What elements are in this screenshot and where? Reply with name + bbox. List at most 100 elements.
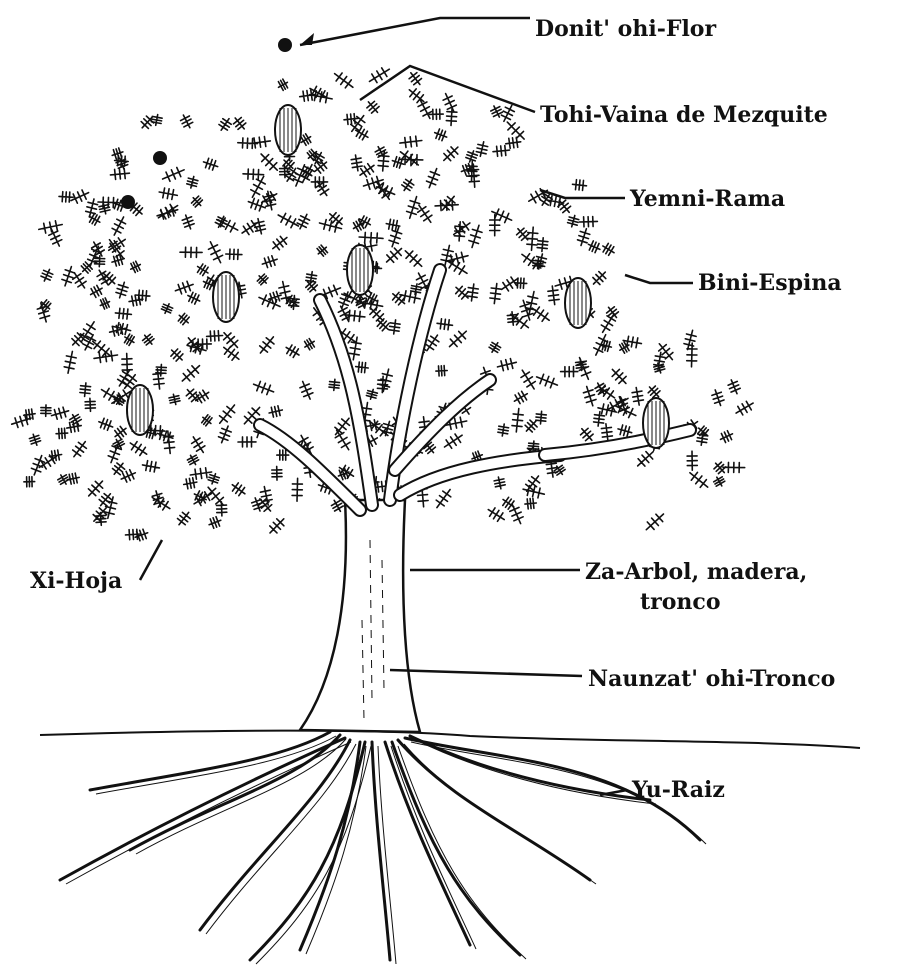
leaf-sprig [182, 366, 199, 381]
leaf-sprig [554, 465, 565, 475]
leaf-sprig [690, 472, 708, 487]
leaf-sprig [446, 107, 457, 125]
root-outline-8 [416, 740, 656, 804]
leaf-sprig [242, 221, 258, 235]
leaf-sprig [502, 277, 518, 291]
leaf-sprig [514, 391, 527, 403]
leaf-sprig [188, 292, 200, 304]
leaf-sprig [366, 389, 377, 399]
leaf-sprig [456, 286, 469, 299]
leaf-sprig [437, 319, 452, 330]
leaf-sprig [512, 409, 523, 432]
leader-arrowhead [300, 33, 314, 45]
leaf-sprig [527, 227, 538, 250]
leaf-sprig [181, 115, 193, 128]
label-tronco: Naunzat' ohi-Tronco [588, 664, 835, 694]
label-arbol: Za-Arbol, madera, tronco [585, 557, 807, 617]
leaf-sprig [435, 200, 458, 211]
leaf-sprig [316, 181, 329, 195]
leaf-sprig [187, 455, 198, 464]
leader-line-7 [390, 670, 582, 676]
leaf-sprig [219, 119, 231, 131]
leaf-sprig [359, 232, 383, 243]
leaf-sprig [29, 434, 40, 445]
leaf-sprig [721, 431, 733, 443]
leaf-sprig [112, 217, 126, 235]
leaf-sprig [207, 331, 223, 341]
leaf-sprig [476, 142, 487, 157]
leaf-sprig [12, 415, 31, 428]
leaf-sprig [41, 405, 51, 416]
leaf-sprig [180, 247, 202, 257]
leaf-sprig [593, 272, 606, 285]
leaf-sprig [501, 105, 514, 121]
leaf-sprig [208, 474, 219, 484]
leaf-sprig [238, 437, 256, 447]
leaf-sprig [579, 217, 597, 227]
leaf-sprig [648, 386, 660, 398]
leaf-sprig [684, 330, 696, 349]
leaf-sprig [80, 383, 91, 397]
leaf-sprig [178, 313, 189, 324]
leaf-sprig [317, 245, 327, 256]
label-espina: Bini-Espina [698, 268, 842, 298]
leaf-sprig [71, 190, 89, 203]
leaf-sprig [444, 147, 458, 161]
leaf-sprig [62, 267, 75, 286]
leaf-sprig [387, 248, 402, 262]
leaf-sprig [187, 177, 198, 189]
trunk-drawing [260, 270, 690, 732]
leader-line-2 [360, 66, 535, 112]
leaf-sprig [115, 308, 131, 319]
leaf-sprig [269, 406, 282, 417]
root-12 [392, 742, 520, 955]
trunk-body [300, 500, 420, 732]
leaf-sprig [525, 420, 537, 432]
leaf-sprig [73, 273, 86, 288]
leaf-sprig [378, 151, 389, 171]
leaf-sprig [88, 481, 102, 496]
leaf-sprig [488, 508, 504, 521]
leaf-sprig [494, 477, 505, 489]
leaf-sprig [209, 517, 221, 529]
leaf-sprig [248, 198, 265, 210]
leaf-sprig [102, 388, 122, 403]
label-arbol-line2: tronco [585, 587, 807, 617]
leaf-sprig [58, 475, 69, 485]
leaf-sprig [454, 222, 470, 236]
leaf-sprig [498, 359, 517, 371]
leaf-sprig [418, 205, 432, 222]
foliage-drawing [12, 68, 753, 541]
leaf-sprig [70, 415, 82, 425]
leaf-sprig [356, 362, 369, 373]
leaf-sprig [714, 462, 726, 474]
leaf-sprig [714, 477, 725, 486]
leaf-sprig [601, 314, 615, 333]
leaf-sprig [498, 424, 509, 436]
leaf-sprig [418, 100, 432, 119]
leaf-sprig [131, 261, 141, 272]
leaf-sprig [52, 407, 69, 419]
leaf-sprig [335, 430, 350, 450]
leaf-sprig [349, 337, 361, 360]
leaf-sprig [443, 94, 456, 112]
leaf-sprig [646, 514, 663, 530]
leaf-sprig [153, 369, 164, 389]
leaf-sprig [382, 421, 394, 435]
leaf-sprig [99, 494, 112, 506]
leaf-sprig [277, 450, 289, 460]
root-5 [372, 742, 390, 960]
leaf-sprig [217, 502, 227, 516]
leaf-sprig [100, 298, 109, 309]
leaf-sprig [638, 452, 654, 467]
leaf-sprig [490, 284, 501, 304]
leaf-sprig [24, 477, 35, 487]
leaf-sprig [436, 490, 451, 508]
leaf-sprig [209, 242, 223, 263]
leaf-sprig [603, 243, 614, 255]
leaf-sprig [536, 411, 547, 424]
leader-line-5 [140, 540, 162, 580]
leaf-sprig [261, 154, 277, 170]
leaf-sprig [171, 349, 183, 361]
leaf-sprig [301, 134, 311, 146]
